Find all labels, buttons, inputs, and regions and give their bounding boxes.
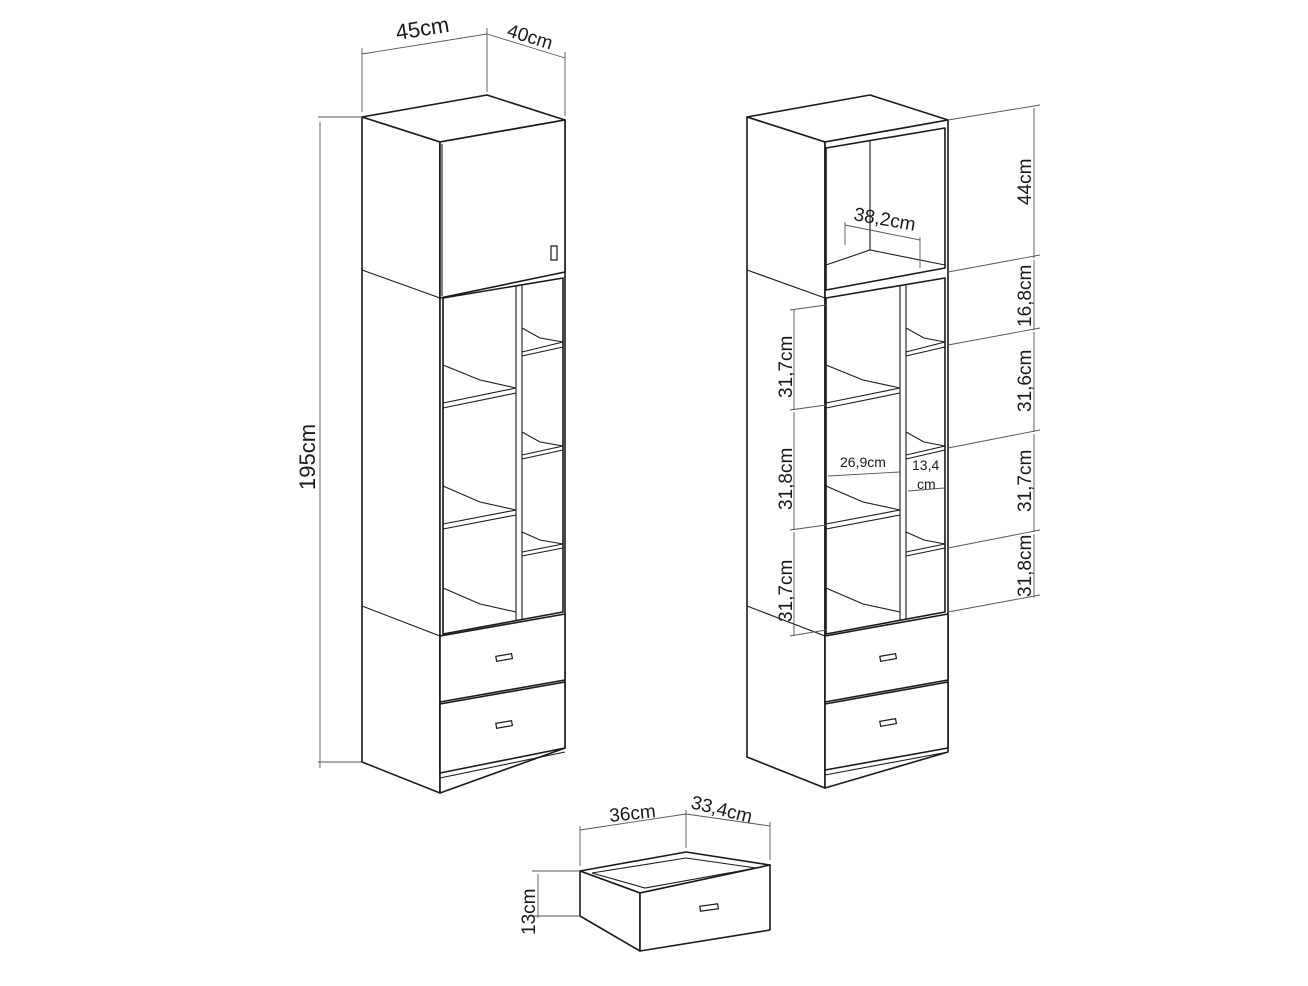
drawer-handle-icon [495,652,514,663]
left-cabinet-open-section [442,277,564,635]
door-handle-icon [550,245,558,261]
drawer-handle-icon [699,903,720,912]
left-dimensions [318,28,566,768]
drawer-detail [579,851,771,952]
left-col-height-2: 31,8cm [776,448,797,510]
top-compartment-height: 44cm [1015,159,1036,205]
right-col-height-4: 31,8cm [1015,535,1036,597]
right-cabinet-drawer-2 [824,681,949,771]
drawer-depth-label: 33,4cm [689,792,755,827]
right-col-height-1: 16,8cm [1015,265,1036,327]
right-cabinet [746,94,949,789]
left-cabinet [361,94,566,794]
left-depth-label: 40cm [505,21,556,55]
drawer-dimensions [532,810,771,918]
left-col-height-1: 31,7cm [776,336,797,398]
narrow-width-label-line2: cm [917,476,936,492]
drawer-handle-icon [495,719,514,730]
inner-width-label: 26,9cm [840,454,886,470]
narrow-width-label-line1: 13,4 [912,457,939,473]
right-cabinet-open-section [825,277,946,635]
drawer-handle-icon [879,717,898,728]
right-top-compartment [825,127,946,291]
left-col-height-3: 31,7cm [776,560,797,622]
drawer-height-label: 13cm [519,889,540,935]
drawer-width-label: 36cm [608,801,656,827]
left-cabinet-door [439,119,566,299]
right-col-height-3: 31,7cm [1015,450,1036,512]
right-dimensions [789,104,1041,637]
right-col-height-2: 31,6cm [1015,350,1036,412]
left-width-label: 45cm [394,12,451,45]
left-height-label: 195cm [295,424,320,490]
left-cabinet-side [361,116,441,794]
drawer-handle-icon [879,652,898,663]
